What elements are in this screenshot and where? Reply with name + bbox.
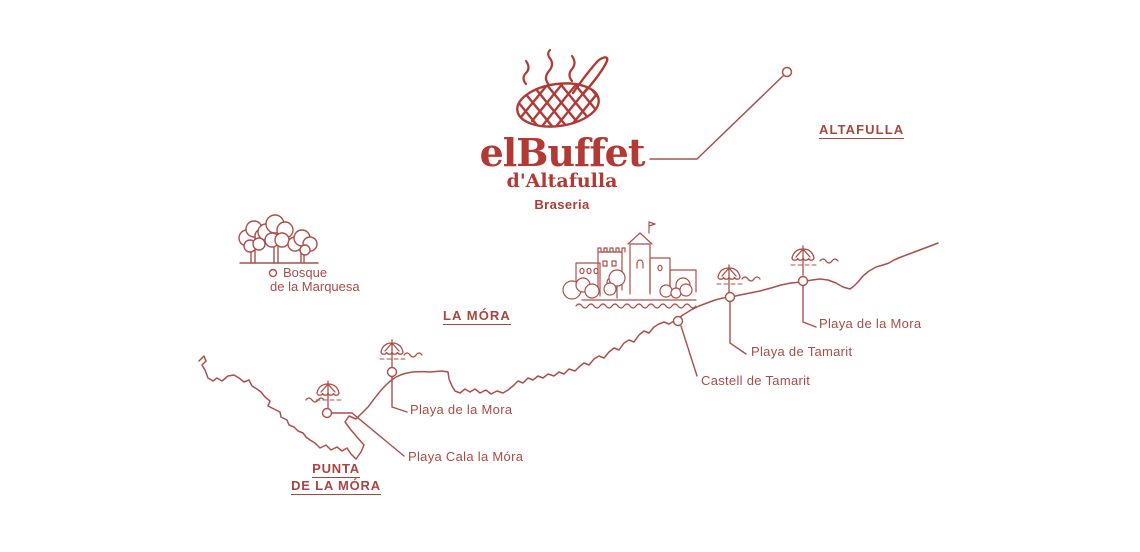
label-altafulla: ALTAFULLA <box>819 122 905 139</box>
castle-icon <box>562 221 697 309</box>
label-bosque-de-la-marquesa: Bosque de la Marquesa <box>270 265 360 294</box>
umbrella-playa-tamarit-icon <box>716 264 761 295</box>
umbrella-punta-icon <box>305 380 342 411</box>
logo-connector-line <box>649 66 793 160</box>
logo-subtitle: d'Altafulla <box>506 170 618 192</box>
label-playa-de-la-mora-left: Playa de la Mora <box>410 402 513 417</box>
grill-icon <box>514 56 609 132</box>
coastline <box>198 242 939 460</box>
logo-tagline: Braseria <box>534 197 590 212</box>
trees-icon <box>238 214 319 278</box>
umbrella-playa-mora-left-icon <box>379 339 423 370</box>
place-markers <box>321 275 817 457</box>
label-castell-de-tamarit: Castell de Tamarit <box>701 373 811 388</box>
label-la-mora: LA MÓRA <box>443 308 511 325</box>
label-playa-cala-la-mora: Playa Cala la Móra <box>408 449 524 464</box>
label-playa-de-la-mora-right: Playa de la Mora <box>819 316 922 331</box>
smoke-icon <box>522 48 576 87</box>
label-playa-de-tamarit: Playa de Tamarit <box>751 344 853 359</box>
label-punta-de-la-mora: PUNTA DE LA MÓRA <box>291 461 381 495</box>
logo-name: elBuffet <box>479 130 646 175</box>
umbrella-playa-mora-right-icon <box>790 245 839 276</box>
